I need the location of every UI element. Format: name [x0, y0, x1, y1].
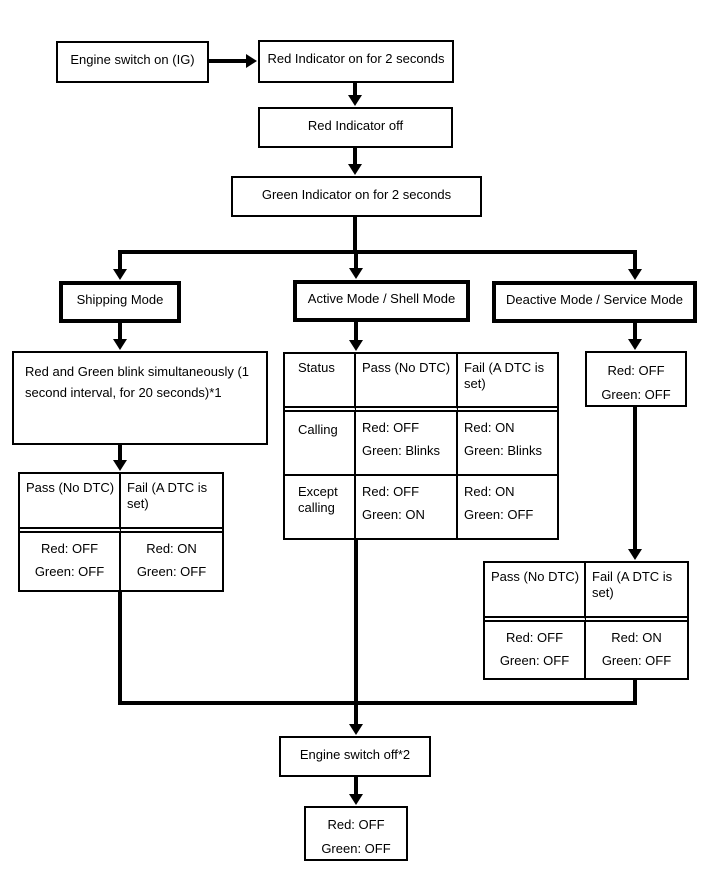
connector-line [118, 592, 122, 705]
node-deactive-state: Red: OFF Green: OFF [585, 351, 687, 407]
table-cell-fail-result: Red: ON Green: OFF [586, 622, 687, 678]
table-header-fail: Fail (A DTC is set) [586, 563, 687, 622]
node-deactive-mode: Deactive Mode / Service Mode [492, 281, 697, 323]
connector-line [633, 407, 637, 550]
table-header-status: Status [285, 354, 356, 412]
table-cell-pass-result: Red: OFF Green: OFF [485, 622, 586, 678]
connector-line [633, 252, 637, 271]
node-active-mode: Active Mode / Shell Mode [293, 280, 470, 322]
connector-line [354, 252, 358, 270]
arrow-down-icon [349, 268, 363, 279]
arrow-down-icon [348, 164, 362, 175]
table-cell-pass-result: Red: OFF Green: OFF [20, 533, 121, 590]
table-row-label: Calling [285, 412, 356, 476]
table-cell-calling-pass: Red: OFF Green: Blinks [356, 412, 458, 476]
node-green-indicator-on: Green Indicator on for 2 seconds [231, 176, 482, 217]
table-header-pass: Pass (No DTC) [20, 474, 121, 533]
node-engine-switch-on: Engine switch on (IG) [56, 41, 209, 83]
table-cell-except-fail: Red: ON Green: OFF [458, 476, 557, 538]
arrow-down-icon [349, 794, 363, 805]
node-final-state: Red: OFF Green: OFF [304, 806, 408, 861]
arrow-down-icon [628, 549, 642, 560]
collector-line [118, 701, 637, 705]
state-line: Green: OFF [601, 386, 671, 402]
arrow-down-icon [628, 339, 642, 350]
connector-line [633, 323, 637, 340]
connector-line [118, 323, 122, 341]
arrow-down-icon [349, 724, 363, 735]
state-line: Green: OFF [321, 841, 391, 856]
active-status-table: Status Pass (No DTC) Fail (A DTC is set)… [283, 352, 559, 540]
arrow-right-icon [246, 54, 257, 68]
table-cell-calling-fail: Red: ON Green: Blinks [458, 412, 557, 476]
connector-line [353, 217, 357, 254]
node-engine-switch-off: Engine switch off*2 [279, 736, 431, 777]
connector-line [354, 777, 358, 795]
table-cell-except-pass: Red: OFF Green: ON [356, 476, 458, 538]
connector-line [118, 252, 122, 271]
table-header-pass: Pass (No DTC) [485, 563, 586, 622]
connector-line [353, 148, 357, 165]
arrow-down-icon [348, 95, 362, 106]
table-row-label: Except calling [285, 476, 356, 538]
connector-line [633, 680, 637, 705]
node-shipping-mode: Shipping Mode [59, 281, 181, 323]
state-line: Red: OFF [327, 817, 385, 832]
arrow-down-icon [628, 269, 642, 280]
table-header-fail: Fail (A DTC is set) [458, 354, 557, 412]
arrow-down-icon [113, 269, 127, 280]
node-red-indicator-on: Red Indicator on for 2 seconds [258, 40, 454, 83]
connector-line [209, 59, 246, 63]
node-red-indicator-off: Red Indicator off [258, 107, 453, 148]
table-header-pass: Pass (No DTC) [356, 354, 458, 412]
branch-line [118, 250, 637, 254]
node-blink-note: Red and Green blink simultaneously (1 se… [12, 351, 268, 445]
connector-line [353, 83, 357, 97]
connector-line [354, 322, 358, 341]
table-cell-fail-result: Red: ON Green: OFF [121, 533, 222, 590]
deactive-result-table: Pass (No DTC) Fail (A DTC is set) Red: O… [483, 561, 689, 680]
state-line: Red: OFF [607, 362, 665, 378]
table-header-fail: Fail (A DTC is set) [121, 474, 222, 533]
connector-line [118, 445, 122, 462]
connector-line [354, 540, 358, 725]
arrow-down-icon [349, 340, 363, 351]
arrow-down-icon [113, 460, 127, 471]
shipping-result-table: Pass (No DTC) Fail (A DTC is set) Red: O… [18, 472, 224, 592]
arrow-down-icon [113, 339, 127, 350]
